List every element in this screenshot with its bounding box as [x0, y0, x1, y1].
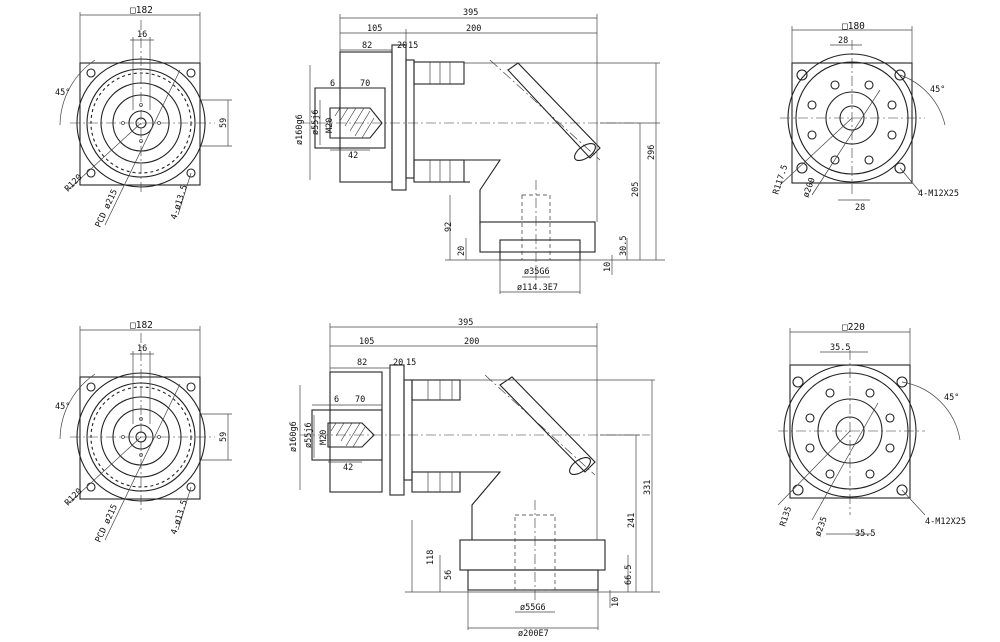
top-side-length-82: 82 — [362, 41, 372, 51]
top-flange-square: □182 — [130, 5, 153, 16]
bottom-side-thread: M20 — [319, 430, 329, 445]
bottom-side-length-42: 42 — [343, 463, 353, 473]
bottom-output-key-bottom: 35.5 — [855, 529, 875, 539]
top-flange-angle: 45° — [55, 88, 70, 98]
bottom-side-height-10: 10 — [611, 597, 621, 607]
top-output-radius: R117.5 — [771, 164, 790, 196]
top-side-output-pilot: ø114.3E7 — [517, 283, 558, 293]
top-side-view: 395 105 200 82 20 15 6 70 42 ø160g6 ø55j… — [295, 8, 665, 294]
top-output-key-bottom: 28 — [855, 203, 865, 213]
bottom-flange-holes: 4-ø13.5 — [169, 499, 190, 536]
top-side-length-70: 70 — [360, 79, 370, 89]
top-output-holes: 4-M12X25 — [918, 189, 959, 199]
top-side-height-92: 92 — [444, 222, 454, 232]
bottom-side-pilot-dia: ø160g6 — [289, 421, 299, 452]
bottom-output-radius: R135 — [778, 505, 794, 528]
top-side-length-105: 105 — [367, 24, 382, 34]
bottom-output-pcd: ø235 — [813, 515, 829, 538]
top-output-view: □180 28 45° R117.5 ø200 28 4-M12X25 — [771, 21, 959, 213]
bottom-side-length-15: 15 — [406, 358, 416, 368]
top-side-output-shaft: ø35G6 — [524, 267, 550, 277]
top-side-height-10: 10 — [603, 262, 613, 272]
top-side-length-6: 6 — [330, 79, 335, 89]
bottom-side-height-331: 331 — [643, 480, 653, 495]
top-flange-radius: R120 — [63, 173, 85, 195]
bottom-output-square: □220 — [842, 322, 865, 333]
bottom-side-view: 395 105 200 82 20 15 6 70 42 ø160g6 ø55j… — [289, 318, 660, 639]
bottom-side-length-20: 20 — [393, 358, 403, 368]
bottom-flange-key-width: 16 — [137, 344, 147, 354]
bottom-side-output-shaft: ø55G6 — [520, 603, 546, 613]
bottom-side-output-pilot: ø200E7 — [518, 629, 549, 639]
top-flange-key-width: 16 — [137, 30, 147, 40]
top-flange-view: □182 16 45° 59 R120 PCD ø215 4-ø13.5 — [55, 5, 232, 229]
top-output-angle: 45° — [930, 85, 945, 95]
top-side-thread: M20 — [325, 118, 335, 133]
bottom-side-height-118: 118 — [426, 550, 436, 565]
top-flange-holes: 4-ø13.5 — [169, 184, 190, 221]
top-side-length-395: 395 — [463, 8, 478, 18]
bottom-output-angle: 45° — [944, 393, 959, 403]
bottom-side-length-6: 6 — [334, 395, 339, 405]
bottom-side-height-56: 56 — [444, 570, 454, 580]
bottom-side-length-82: 82 — [357, 358, 367, 368]
bottom-flange-radius: R120 — [63, 487, 85, 509]
bottom-side-length-105: 105 — [359, 337, 374, 347]
bottom-output-holes: 4-M12X25 — [925, 517, 966, 527]
bottom-output-view: □220 35.5 45° R135 ø235 35.5 4-M12X25 — [777, 322, 966, 539]
bottom-flange-height: 59 — [219, 432, 229, 442]
bottom-side-length-70: 70 — [355, 395, 365, 405]
top-side-length-42: 42 — [348, 151, 358, 161]
bottom-side-length-200: 200 — [464, 337, 479, 347]
bottom-flange-angle: 45° — [55, 402, 70, 412]
top-output-square: □180 — [842, 21, 865, 32]
top-side-height-296: 296 — [647, 145, 657, 160]
bottom-flange-square: □182 — [130, 320, 153, 331]
top-flange-pcd: PCD ø215 — [94, 188, 120, 229]
bottom-output-key-width: 35.5 — [830, 343, 850, 353]
top-side-length-200: 200 — [466, 24, 481, 34]
top-side-pilot-dia: ø160g6 — [295, 114, 305, 145]
bottom-side-height-241: 241 — [627, 513, 637, 528]
bottom-flange-view: □182 16 45° 59 R120 PCD ø215 4-ø13.5 — [55, 320, 232, 544]
top-side-height-30-5: 30.5 — [619, 236, 629, 256]
top-output-pcd: ø200 — [801, 176, 817, 199]
bottom-flange-pcd: PCD ø215 — [94, 503, 120, 544]
top-side-length-20: 20 — [397, 41, 407, 51]
bottom-side-length-395: 395 — [458, 318, 473, 328]
bottom-side-height-66-5: 66.5 — [624, 565, 634, 585]
top-flange-height: 59 — [219, 118, 229, 128]
top-output-key-width: 28 — [838, 36, 848, 46]
bottom-side-shaft-dia: ø55j6 — [304, 422, 314, 448]
top-side-length-15: 15 — [408, 41, 418, 51]
top-side-shaft-dia: ø55j6 — [311, 109, 321, 135]
top-side-height-20: 20 — [457, 246, 467, 256]
top-side-height-205: 205 — [631, 182, 641, 197]
